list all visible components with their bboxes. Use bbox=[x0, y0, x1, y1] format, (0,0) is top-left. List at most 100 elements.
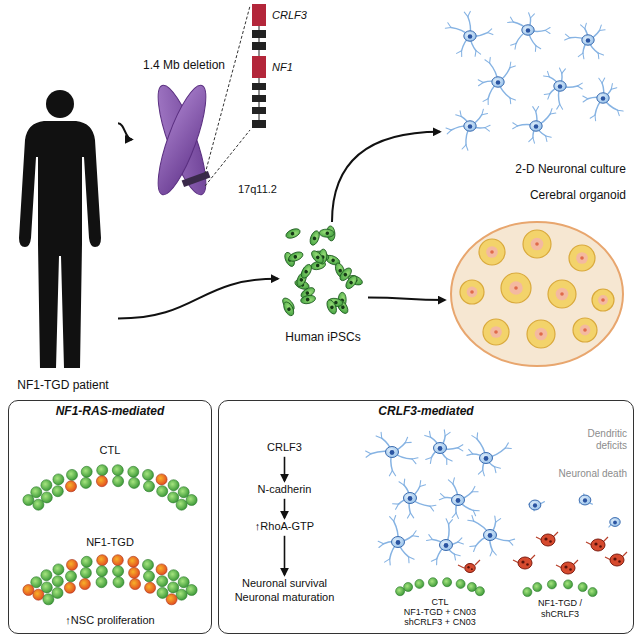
dendrite-branch bbox=[485, 60, 490, 63]
dendrite-branch bbox=[430, 458, 431, 464]
neural-cell bbox=[415, 579, 424, 588]
neuron-soma bbox=[610, 518, 620, 527]
dendrite-branch bbox=[560, 68, 562, 73]
fragment bbox=[521, 560, 524, 563]
dendrite-branch bbox=[379, 544, 384, 548]
neuron bbox=[583, 78, 623, 121]
figure-label: Neuronal death bbox=[540, 468, 627, 480]
dendrite-branch bbox=[381, 432, 383, 438]
neuron-soma bbox=[530, 121, 542, 131]
dendrite-branch bbox=[458, 445, 463, 448]
panel-heading: NF1-RAS-mediated bbox=[13, 404, 207, 418]
neuron-soma bbox=[392, 537, 405, 548]
dendrite-branch bbox=[429, 535, 433, 540]
dendrite-branch bbox=[410, 513, 413, 518]
neural-cell bbox=[80, 567, 91, 578]
ipsc-cell bbox=[285, 227, 302, 240]
dendrite-branch bbox=[436, 559, 437, 565]
dendrite-branch bbox=[488, 33, 493, 35]
node-text: ↑RhoA-GTP bbox=[227, 520, 342, 534]
dendrite-branch bbox=[394, 516, 396, 522]
dendrite-branch bbox=[482, 114, 488, 115]
dendrite-branch bbox=[476, 433, 478, 439]
dendrite-branch bbox=[420, 485, 426, 487]
zoom-line bbox=[205, 6, 250, 174]
fragment bbox=[467, 566, 469, 568]
figure-label: CTL bbox=[70, 444, 150, 457]
gene-block bbox=[252, 120, 266, 128]
dendrite-branch bbox=[475, 51, 477, 57]
rosette bbox=[548, 280, 576, 308]
dendrite-branch bbox=[413, 535, 419, 537]
rosette-ring bbox=[479, 239, 505, 265]
dendrite-branch bbox=[461, 51, 462, 57]
dendrite-branch bbox=[441, 494, 446, 498]
node-text: N-cadherin bbox=[227, 483, 342, 497]
rosette-center bbox=[583, 328, 587, 332]
rosette-ring bbox=[523, 230, 551, 258]
rosette-ring bbox=[501, 273, 531, 303]
dying-neuron bbox=[556, 560, 578, 574]
neural-cell bbox=[143, 559, 154, 570]
dendrite-branch bbox=[456, 513, 458, 519]
neural-cell bbox=[428, 578, 437, 587]
neuron-nucleus bbox=[558, 84, 563, 89]
rosette bbox=[483, 319, 509, 345]
rosette-lumen bbox=[486, 246, 498, 258]
node-text: Neuronal survival Neuronal maturation bbox=[227, 577, 342, 605]
dendrite-branch bbox=[445, 27, 451, 29]
neural-cell bbox=[143, 469, 154, 480]
dendrite-branch bbox=[562, 69, 566, 73]
ipsc-cell bbox=[309, 249, 325, 266]
dendrite-branch bbox=[454, 554, 455, 560]
neural-cell bbox=[96, 577, 107, 588]
dendrite-branch bbox=[413, 531, 417, 536]
panel-heading: CRLF3-mediated bbox=[223, 404, 629, 418]
dendrite-branch bbox=[495, 467, 501, 469]
dendrite-branch bbox=[378, 541, 383, 544]
dendrite-branch bbox=[444, 430, 446, 436]
ipsc-body bbox=[309, 249, 325, 266]
dendrite-branch bbox=[458, 448, 463, 451]
neural-cell bbox=[81, 556, 92, 567]
figure-node: NF1-TGD patient bbox=[8, 86, 118, 396]
ipsc-body bbox=[285, 227, 302, 240]
neuron-soma bbox=[452, 495, 465, 506]
dendrite-branch bbox=[448, 23, 451, 28]
dendrite-branch bbox=[464, 12, 468, 17]
proliferating-cell bbox=[97, 555, 108, 566]
dendrite-branch bbox=[550, 113, 556, 115]
rosette-lumen bbox=[576, 252, 588, 264]
dendrite-branch bbox=[427, 540, 433, 541]
dendrite-branch bbox=[611, 88, 617, 90]
dying-neuron bbox=[605, 552, 627, 566]
dendrite-branch bbox=[490, 550, 492, 556]
proliferating-cell bbox=[79, 579, 90, 590]
gene-block bbox=[252, 30, 266, 38]
fragment bbox=[599, 545, 602, 548]
gene-map bbox=[252, 4, 266, 128]
proliferating-cell bbox=[130, 579, 141, 590]
dendrite-branch bbox=[508, 21, 514, 22]
dendrite-branch bbox=[594, 115, 596, 121]
node-text: 2-D Neuronal culture bbox=[444, 162, 626, 176]
fragment bbox=[526, 563, 529, 566]
neuron-nucleus bbox=[601, 96, 606, 101]
dendrite-branch bbox=[583, 96, 588, 99]
neural-cell bbox=[96, 566, 107, 577]
dendrite-branch bbox=[565, 34, 570, 38]
dendrite-branch bbox=[453, 478, 455, 484]
dendrite-branch bbox=[577, 86, 582, 89]
neural-cell bbox=[67, 469, 78, 480]
dendrite-branch bbox=[426, 458, 432, 460]
ipsc-nucleus bbox=[325, 231, 329, 235]
node-text: CRLF3 bbox=[227, 441, 342, 455]
neural-cell bbox=[144, 571, 155, 582]
dendrite-branch bbox=[393, 503, 399, 504]
neural-cell bbox=[113, 566, 124, 577]
ipsc-body bbox=[287, 250, 304, 263]
flow-arrow bbox=[118, 123, 132, 139]
rosette-center bbox=[580, 256, 584, 260]
dendrite-branch bbox=[483, 99, 488, 102]
dendrite-branch bbox=[550, 109, 552, 114]
